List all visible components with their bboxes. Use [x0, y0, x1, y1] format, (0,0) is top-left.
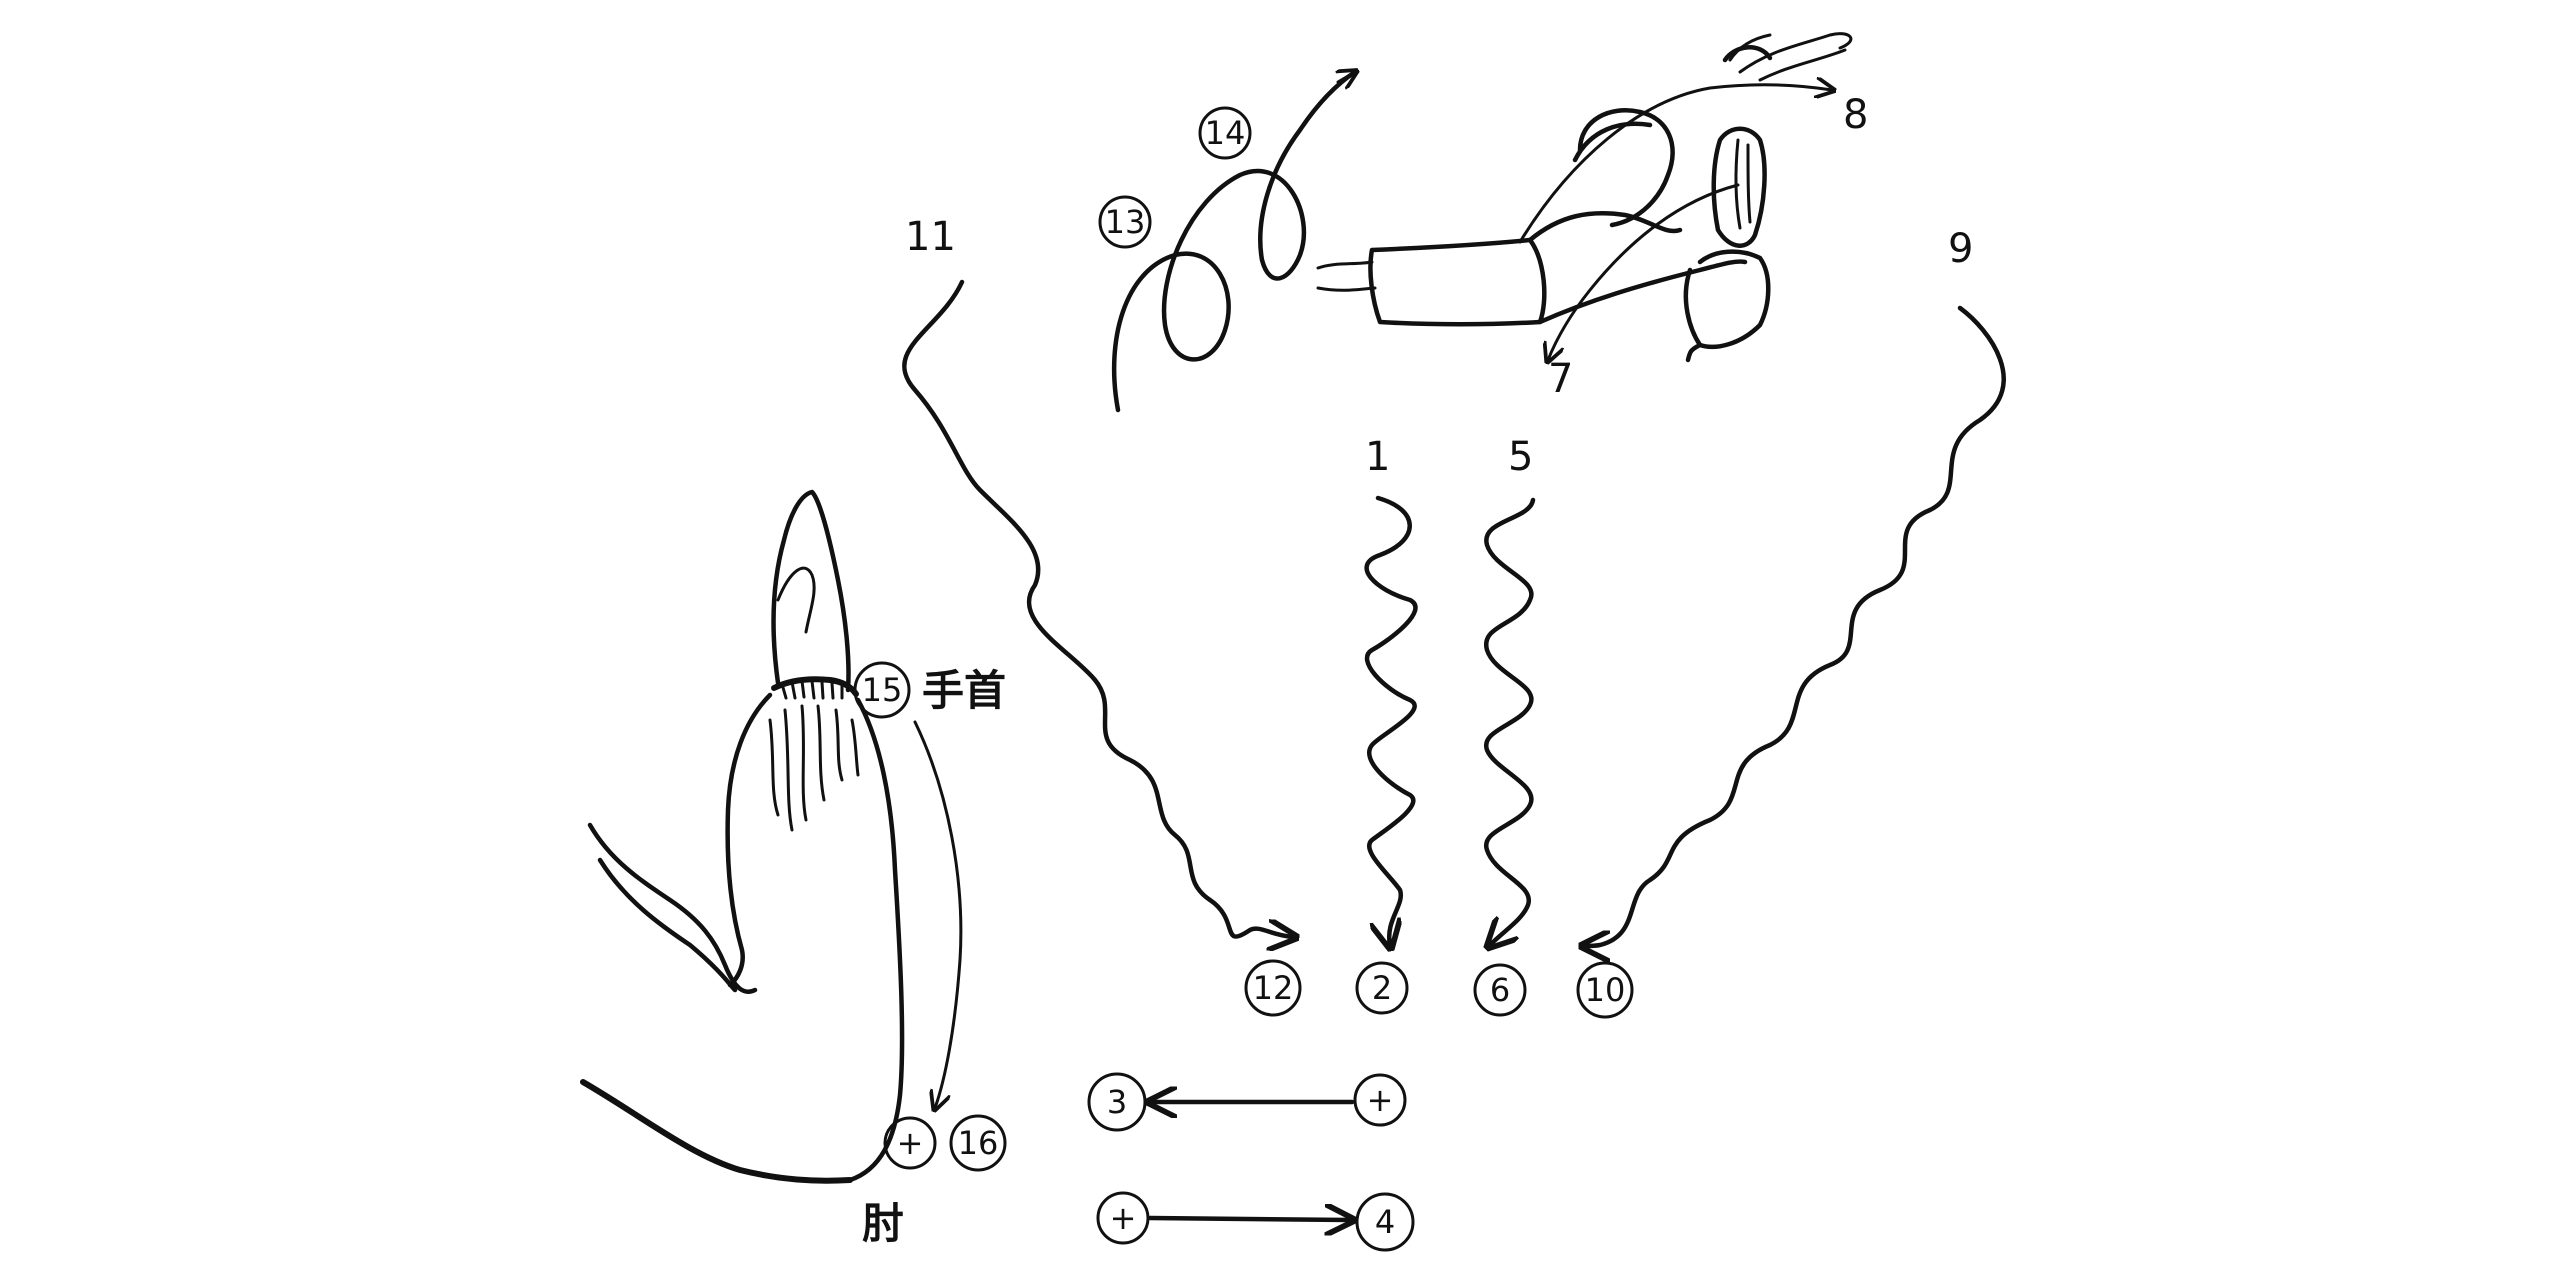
thumb-outline	[776, 566, 816, 634]
sleeve-right-edge	[847, 697, 905, 1183]
label-5: 5	[1508, 434, 1533, 480]
wave-strokes	[902, 279, 2006, 946]
circle-plus-bottom	[1096, 1191, 1150, 1245]
loop-stroke-13-14	[1111, 69, 1358, 413]
top-head-circle	[1722, 45, 1773, 63]
label-plus-bottom: +	[1110, 1199, 1137, 1237]
person-arm-lower	[1537, 259, 1748, 325]
label-13: 13	[1105, 203, 1146, 241]
circled-markers	[853, 106, 1634, 1252]
circle-plus-left	[883, 1116, 937, 1170]
label-16: 16	[958, 1124, 999, 1162]
circle-3	[1087, 1072, 1147, 1132]
person-hair	[1572, 121, 1653, 163]
label-elbow: 肘	[862, 1199, 904, 1248]
lower-arm-shoulder	[1683, 267, 1703, 363]
label-3: 3	[1107, 1083, 1127, 1121]
circle-4	[1355, 1192, 1415, 1252]
label-14: 14	[1205, 114, 1246, 152]
upper-arm-outline	[587, 822, 758, 994]
label-8: 8	[1843, 92, 1868, 138]
sleeve-left-edge	[725, 692, 773, 988]
right-hand	[1711, 126, 1767, 248]
label-10: 10	[1585, 971, 1626, 1009]
hand-outline	[771, 489, 851, 693]
label-12: 12	[1253, 969, 1294, 1007]
label-7: 7	[1548, 356, 1573, 402]
circle-10	[1576, 961, 1634, 1019]
wrist-band-gathers	[780, 679, 844, 700]
arrow-to-8	[1518, 85, 1832, 244]
wave-1-to-2	[1364, 495, 1418, 945]
wrist-band	[771, 676, 859, 697]
circle-2	[1355, 961, 1409, 1015]
forearm-bottom	[580, 1079, 853, 1184]
person-arm-upper	[1527, 211, 1683, 243]
label-plus-top: +	[1367, 1081, 1394, 1119]
tube-connector	[1316, 260, 1377, 292]
circle-plus-top	[1353, 1073, 1407, 1127]
label-2: 2	[1372, 969, 1392, 1007]
circle-6	[1473, 963, 1527, 1017]
wave-11-to-12	[902, 279, 1293, 937]
upper-arm-inner	[597, 857, 738, 993]
sleeve-turning-illustration	[1111, 32, 1853, 413]
label-4: 4	[1375, 1203, 1395, 1241]
person-head	[1577, 108, 1675, 228]
labels: 11 1 5 7 8 9 13 14 15 + 16 12 2 6 10 3 +…	[862, 92, 1974, 1248]
label-11: 11	[905, 214, 956, 260]
sleeve-gathers	[768, 704, 860, 832]
label-plus-left: +	[897, 1124, 924, 1162]
wrist-to-elbow-arrow	[913, 720, 963, 1108]
circle-13	[1098, 195, 1152, 249]
label-6: 6	[1490, 971, 1510, 1009]
label-15: 15	[862, 671, 903, 709]
hair-wisps	[1728, 32, 1853, 82]
wave-9-to-10	[1585, 305, 2006, 946]
loop-arrowhead	[1338, 72, 1355, 82]
tube-sleeve	[1368, 237, 1547, 327]
arm-illustration	[580, 489, 963, 1184]
arrow-plus-to-4	[1147, 1218, 1350, 1220]
label-1: 1	[1365, 434, 1390, 480]
label-9: 9	[1948, 226, 1973, 272]
lower-hand	[1697, 249, 1771, 350]
wave-5-to-6	[1486, 497, 1536, 945]
circle-14	[1198, 106, 1252, 160]
circle-12	[1244, 959, 1302, 1017]
circle-16	[949, 1114, 1007, 1172]
arrow-to-7	[1548, 183, 1740, 360]
label-wrist: 手首	[922, 666, 1006, 715]
circle-15	[853, 661, 911, 719]
